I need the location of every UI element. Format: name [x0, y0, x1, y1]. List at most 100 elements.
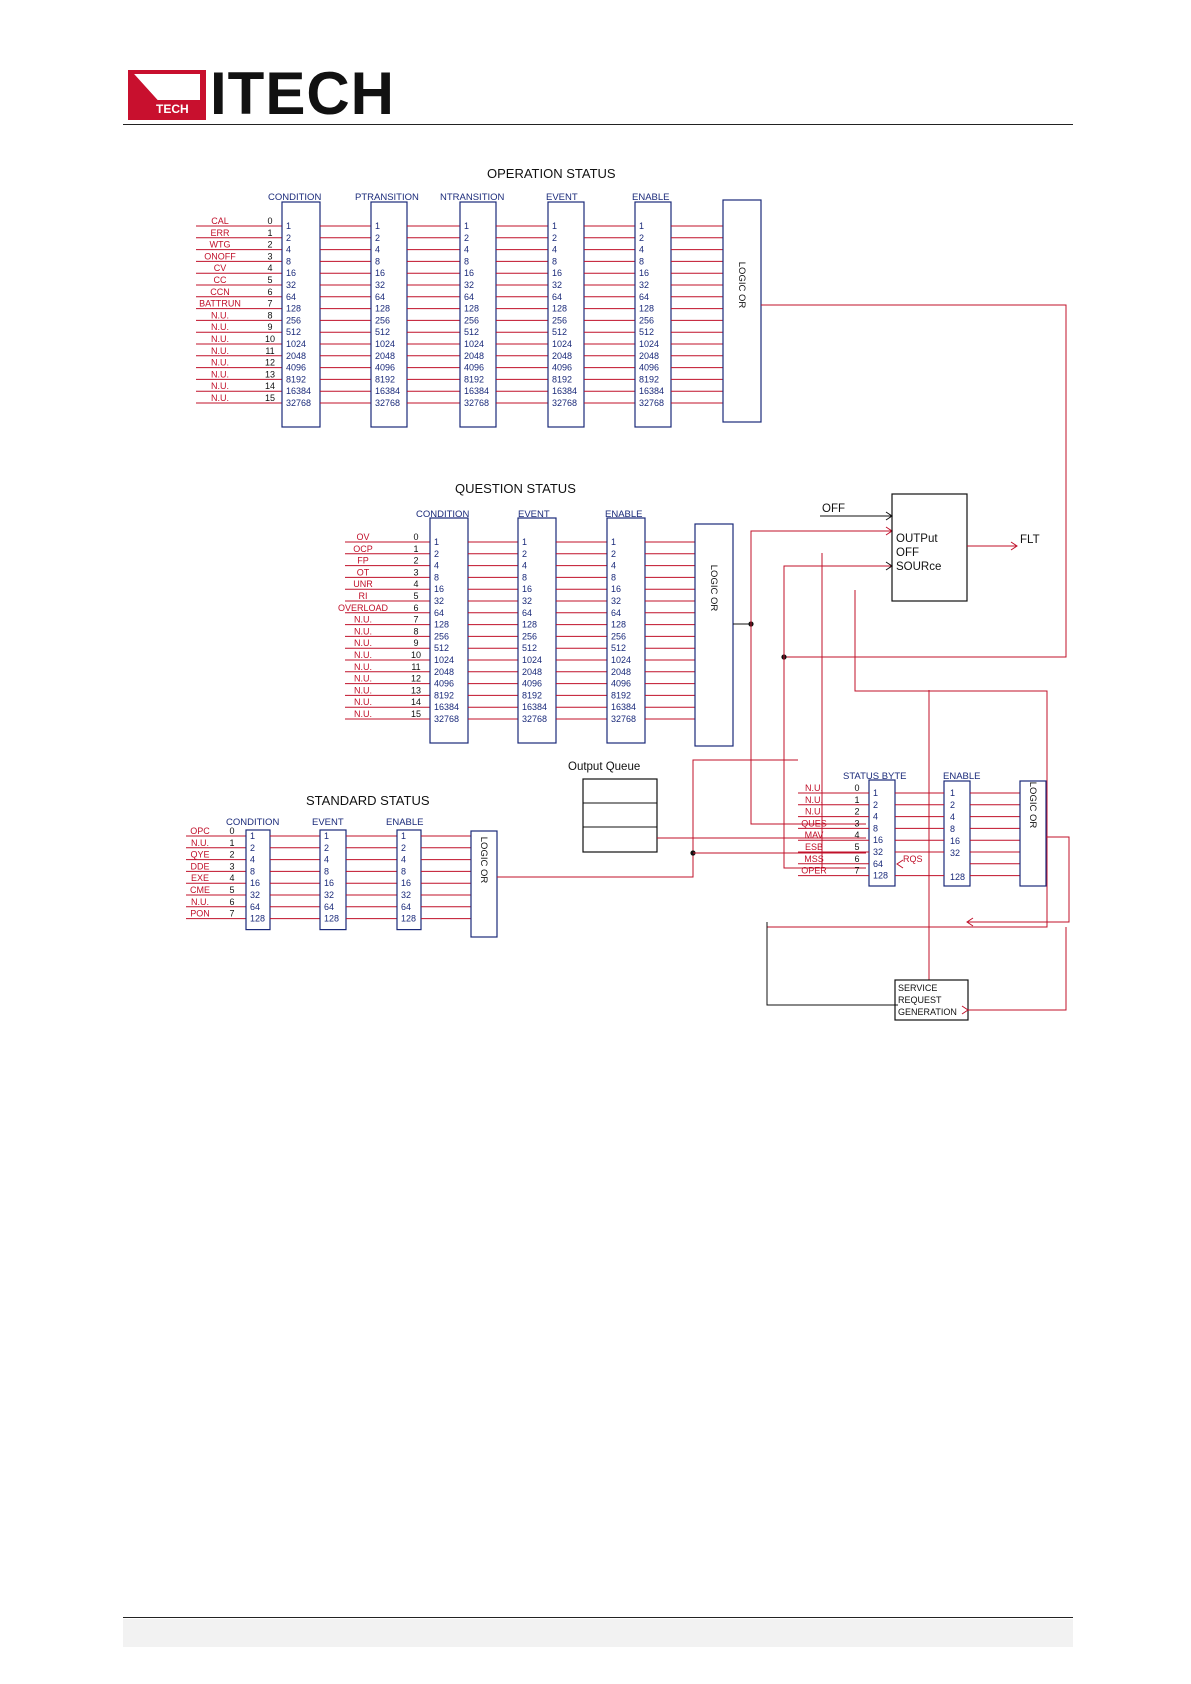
standard-bit-weight: 16: [250, 878, 260, 888]
srq-line: SERVICE: [898, 983, 937, 993]
status-byte-enable-weight: 32: [950, 848, 960, 858]
operation-to-output-wire: [783, 565, 892, 657]
question-bit-weight: 2: [434, 549, 439, 559]
operation-bit-weight: 2048: [375, 351, 395, 361]
operation-bit-label: N.U.: [211, 381, 229, 391]
operation-bit-weight: 64: [639, 292, 649, 302]
standard-bit-weight: 1: [250, 831, 255, 841]
off-input-label: OFF: [822, 503, 845, 515]
standard-bit-label: DDE: [190, 861, 209, 871]
status-byte-enable-weight: 1: [950, 788, 955, 798]
operation-bit-label: N.U.: [211, 369, 229, 379]
status-byte-bit-label: MSS: [804, 854, 824, 864]
operation-title: OPERATION STATUS: [487, 166, 616, 181]
question-bit-weight: 32: [611, 596, 621, 606]
standard-logic-or-label: LOGIC OR: [478, 837, 489, 884]
operation-column-title: NTRANSITION: [440, 192, 505, 203]
status-byte-weight: 4: [873, 812, 878, 822]
operation-column-title: CONDITION: [268, 192, 321, 203]
standard-bit-weight: 8: [324, 866, 329, 876]
status-byte-bit-number: 5: [854, 842, 859, 852]
operation-bit-weight: 8: [552, 256, 557, 266]
question-bit-label: OVERLOAD: [338, 603, 389, 613]
question-bit-weight: 2048: [611, 667, 631, 677]
standard-bit-label: CME: [190, 885, 210, 895]
operation-bit-weight: 32768: [639, 398, 664, 408]
operation-bit-label: N.U.: [211, 358, 229, 368]
standard-bit-number: 2: [229, 850, 234, 860]
standard-bit-number: 1: [229, 838, 234, 848]
standard-bit-weight: 128: [401, 914, 416, 924]
operation-bit-weight: 4096: [464, 363, 484, 373]
summary-to-srq-arrow: [966, 917, 974, 927]
operation-bit-weight: 256: [286, 315, 301, 325]
standard-bit-number: 4: [229, 873, 234, 883]
srq-feedback-wire: [766, 590, 1048, 928]
status-byte-enable-weight: 2: [950, 800, 955, 810]
operation-bit-weight: 1: [375, 221, 380, 231]
question-bit-label: N.U.: [354, 709, 372, 719]
standard-bit-weight: 8: [250, 866, 255, 876]
status-byte-enable-title: ENABLE: [943, 771, 981, 782]
question-bit-weight: 8192: [522, 690, 542, 700]
operation-bit-number: 9: [267, 322, 272, 332]
standard-bit-number: 6: [229, 897, 234, 907]
question-bit-weight: 512: [611, 643, 626, 653]
question-bit-label: OT: [357, 567, 370, 577]
operation-bit-number: 8: [267, 310, 272, 320]
srq-line: REQUEST: [898, 995, 942, 1005]
operation-bit-weight: 8192: [552, 374, 572, 384]
status-byte-enable-weight: 4: [950, 812, 955, 822]
status-byte-bit-label: ESB: [805, 842, 823, 852]
status-byte-bit-label: N.U.: [805, 807, 823, 817]
question-to-output-wire: [750, 530, 892, 624]
question-bit-weight: 64: [434, 608, 444, 618]
standard-bit-weight: 64: [401, 902, 411, 912]
operation-bit-label: ONOFF: [204, 251, 236, 261]
operation-bit-number: 10: [265, 334, 275, 344]
operation-bit-weight: 8192: [464, 374, 484, 384]
logo-small-text: TECH: [156, 102, 189, 116]
question-bit-number: 13: [411, 685, 421, 695]
question-bit-number: 5: [413, 591, 418, 601]
question-bit-number: 0: [413, 532, 418, 542]
question-logic-or-box: [694, 523, 734, 747]
operation-bit-weight: 4: [286, 245, 291, 255]
status-byte-bit-label: MAV: [805, 830, 824, 840]
operation-bit-weight: 4: [464, 245, 469, 255]
operation-bit-weight: 16384: [464, 386, 489, 396]
status-byte-bit-number: 0: [854, 783, 859, 793]
status-byte-bit-number: 6: [854, 854, 859, 864]
footer-rule: [123, 1617, 1073, 1618]
status-byte-weight: 16: [873, 835, 883, 845]
operation-bit-weight: 8192: [639, 374, 659, 384]
output-box-line: OFF: [896, 547, 919, 559]
question-bit-label: UNR: [353, 579, 373, 589]
operation-bit-weight: 4096: [286, 363, 306, 373]
operation-bit-weight: 2: [286, 233, 291, 243]
operation-bit-weight: 4096: [375, 363, 395, 373]
operation-register-box: [547, 201, 585, 428]
operation-bit-weight: 4: [552, 245, 557, 255]
question-bit-weight: 1024: [522, 655, 542, 665]
srq-return-wire: [968, 927, 1067, 1011]
question-bit-label: OCP: [353, 544, 373, 554]
operation-bit-number: 4: [267, 263, 272, 273]
status-byte-logic-or-box: [1019, 780, 1047, 887]
operation-bit-weight: 64: [375, 292, 385, 302]
operation-bit-weight: 2: [552, 233, 557, 243]
operation-bit-number: 12: [265, 358, 275, 368]
standard-bit-number: 0: [229, 826, 234, 836]
operation-bit-weight: 16384: [375, 386, 400, 396]
standard-bit-weight: 2: [324, 843, 329, 853]
status-byte-bit-number: 2: [854, 807, 859, 817]
summary-to-srq-wire: [967, 836, 1070, 923]
standard-bit-weight: 4: [250, 855, 255, 865]
question-bit-weight: 512: [522, 643, 537, 653]
operation-bit-label: N.U.: [211, 310, 229, 320]
standard-column-title: ENABLE: [386, 817, 424, 828]
question-bit-number: 15: [411, 709, 421, 719]
standard-bit-weight: 8: [401, 866, 406, 876]
operation-bit-weight: 16: [552, 268, 562, 278]
